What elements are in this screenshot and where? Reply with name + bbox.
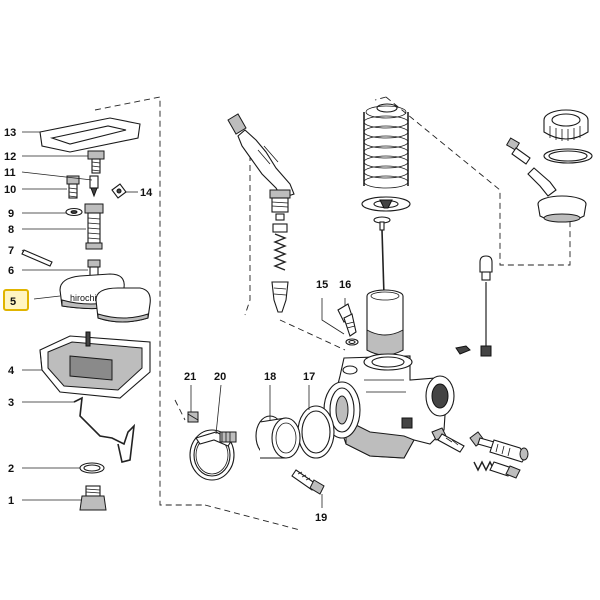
callout-8: 8: [8, 224, 14, 236]
callout-1: 1: [8, 495, 14, 507]
callout-21: 21: [184, 371, 196, 383]
clip-small: [455, 345, 471, 355]
clip-part-3: [73, 396, 136, 463]
float-brand-text: hirochi: [70, 293, 97, 303]
jet-holder-part-8: [84, 203, 104, 250]
callout-10: 10: [4, 184, 16, 196]
cable-adjuster-right: [479, 255, 493, 357]
dashed-guide-lines: [94, 96, 571, 531]
pilot-screw: [489, 439, 529, 463]
float-bowl-part-4: [39, 331, 151, 399]
callout-numbers: 1 2 3 4 5 6 7 8 9 10 11 12 13 14 15 16 1…: [4, 127, 351, 524]
throttle-slide: [366, 289, 404, 356]
bolt-part-19: [291, 469, 325, 495]
float-part-5: hirochi: [59, 273, 151, 323]
nipple-part-16: [337, 303, 357, 337]
pin-part-7: [21, 249, 53, 267]
small-screw-b: [469, 431, 495, 449]
top-cap-assembly: [505, 109, 593, 223]
screw-part-12: [87, 150, 105, 174]
sleeve-part-18: [255, 415, 301, 459]
retainer-plate: [361, 196, 411, 212]
callout-7: 7: [8, 245, 14, 257]
jet-needle: [381, 229, 385, 297]
washer-part-15: [345, 338, 359, 346]
callout-5: 5: [10, 296, 16, 308]
cap-oring: [543, 148, 593, 164]
callout-14: 14: [140, 187, 153, 199]
spring: [363, 103, 409, 189]
callout-16: 16: [339, 279, 351, 291]
callout-20: 20: [214, 371, 226, 383]
needle-clip: [373, 216, 391, 231]
throttle-spring-assembly: [361, 103, 411, 356]
callout-3: 3: [8, 397, 14, 409]
callout-19: 19: [315, 512, 327, 524]
cable-fitting-assembly: [227, 113, 295, 313]
idle-screws: [431, 255, 529, 479]
callout-6: 6: [8, 265, 14, 277]
callout-17: 17: [303, 371, 315, 383]
knurled-ring: [543, 109, 589, 141]
small-screw-a: [431, 427, 465, 453]
pin-part-11: [89, 175, 99, 198]
callout-2: 2: [8, 463, 14, 475]
callout-12: 12: [4, 151, 16, 163]
highlight-box-callout-5: [3, 289, 29, 311]
ring-part-17: [297, 405, 335, 459]
callout-13: 13: [4, 127, 16, 139]
float-bowl-assembly: hirochi: [21, 117, 151, 511]
cap-with-elbow: [527, 167, 587, 223]
callout-15: 15: [316, 279, 328, 291]
callout-11: 11: [4, 167, 16, 179]
clamp-part-20: [189, 429, 237, 481]
leader-lines: [21, 131, 346, 508]
small-jet-part-6: [87, 259, 101, 277]
adjuster-screw: [505, 137, 531, 165]
screw-part-21: [187, 411, 199, 423]
drain-plug-part-1: [79, 485, 107, 511]
jet-part-10: [66, 175, 80, 199]
gasket-part-13: [39, 117, 141, 153]
carburetor-body-part: [323, 353, 455, 459]
needle-part-14: [111, 183, 127, 199]
callout-4: 4: [8, 365, 15, 377]
spring-screw: [473, 460, 521, 479]
callout-18: 18: [264, 371, 276, 383]
callout-9: 9: [8, 208, 14, 220]
